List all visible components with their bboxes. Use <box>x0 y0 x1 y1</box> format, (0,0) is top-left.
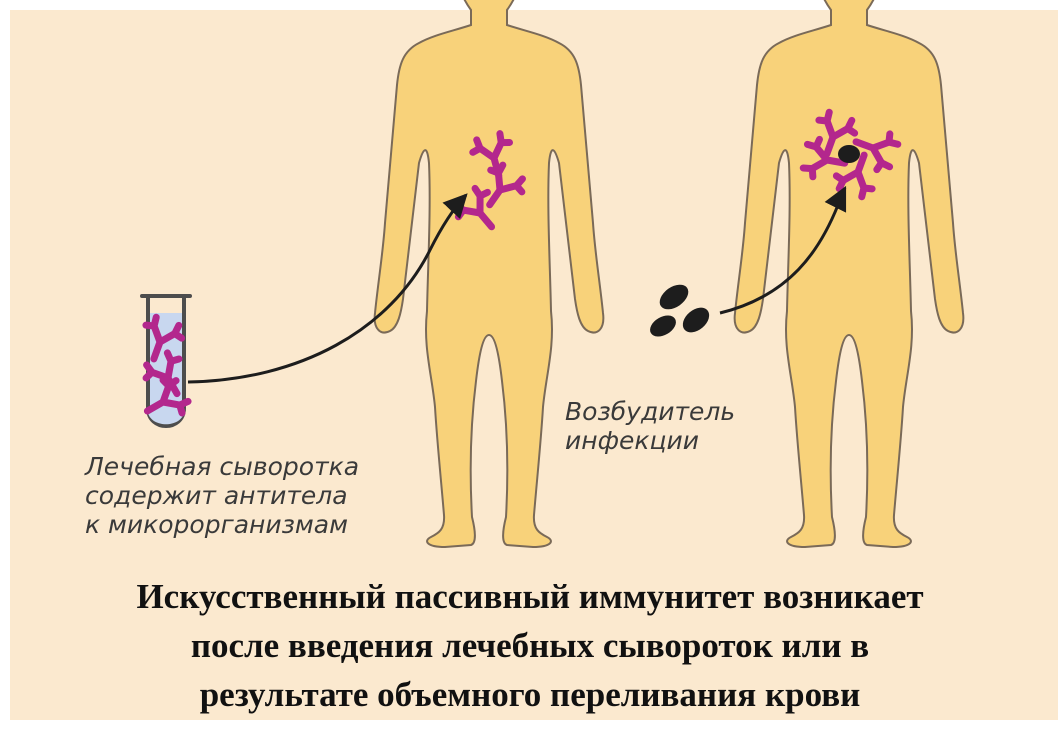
pathogen-icon <box>646 280 714 341</box>
human-body-left-icon <box>375 0 604 547</box>
serum-label-line: к микорорганизмам <box>85 510 359 539</box>
serum-label-line: содержит антитела <box>85 481 359 510</box>
caption: Искусственный пассивный иммунитет возник… <box>0 572 1060 719</box>
caption-line: после введения лечебных сывороток или в <box>0 621 1060 670</box>
pathogen-label-line: инфекции <box>565 426 735 455</box>
serum-label-line: Лечебная сыворотка <box>85 452 359 481</box>
serum-label: Лечебная сыворотка содержит антитела к м… <box>85 452 359 539</box>
caption-line: результате объемного переливания крови <box>0 670 1060 719</box>
human-body-right-icon <box>735 0 964 547</box>
arrow-serum-to-body-icon <box>188 195 466 382</box>
caption-line: Искусственный пассивный иммунитет возник… <box>0 572 1060 621</box>
pathogen-in-body-icon <box>838 145 860 163</box>
test-tube-icon <box>136 296 193 427</box>
pathogen-label: Возбудитель инфекции <box>565 397 735 455</box>
pathogen-label-line: Возбудитель <box>565 397 735 426</box>
